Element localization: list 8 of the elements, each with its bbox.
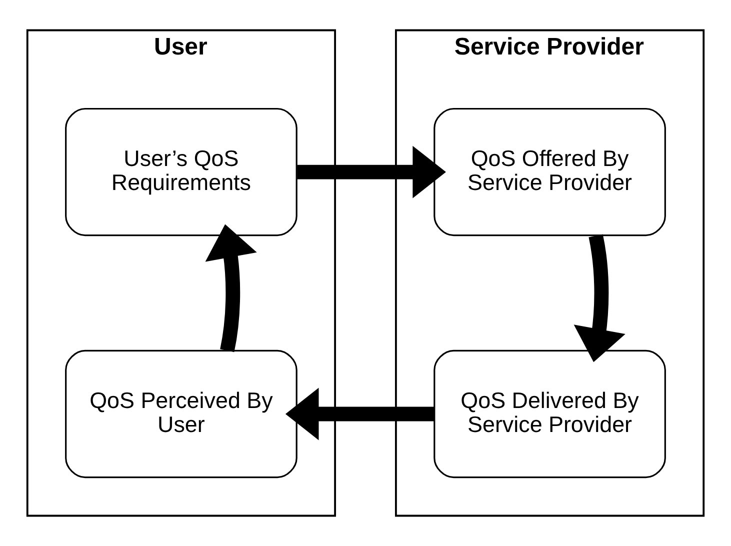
node-box: QoS Delivered By Service Provider	[434, 350, 666, 478]
arrow	[297, 146, 446, 198]
arrow	[205, 224, 257, 352]
node-box: User’s QoS Requirements	[65, 108, 298, 236]
node-box: QoS Offered By Service Provider	[434, 108, 666, 236]
node-box: QoS Perceived By User	[65, 350, 298, 478]
arrow	[574, 234, 626, 362]
arrow	[285, 388, 434, 440]
